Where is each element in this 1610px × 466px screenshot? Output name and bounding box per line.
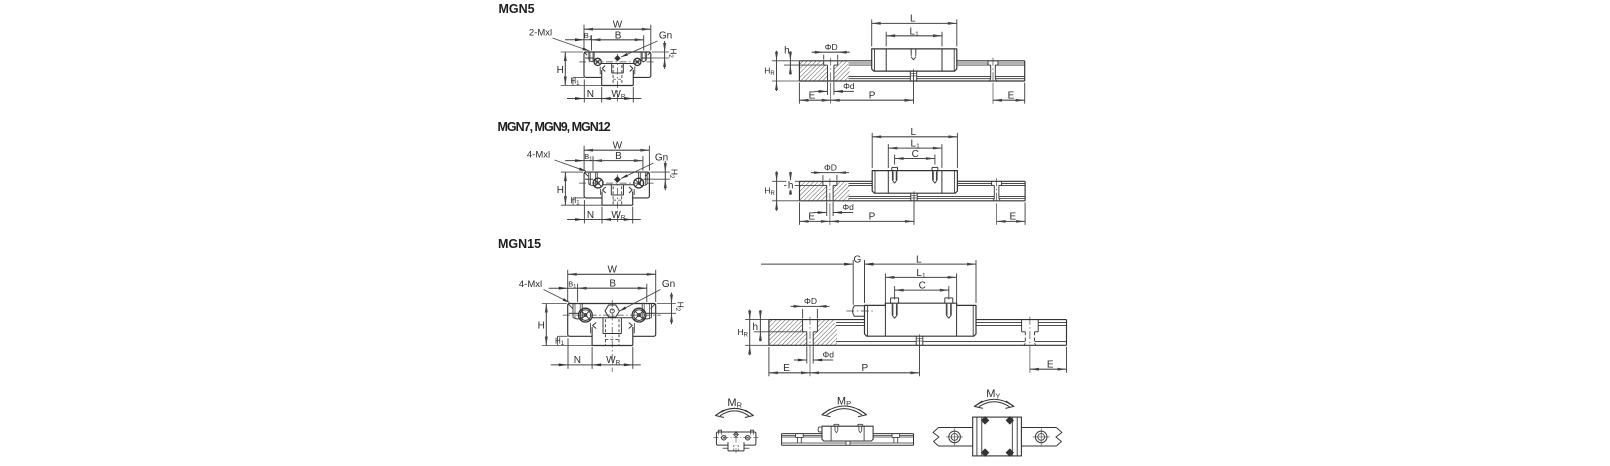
svg-text:2-Mxl: 2-Mxl bbox=[529, 28, 552, 39]
svg-text:HR: HR bbox=[764, 65, 775, 77]
svg-text:h: h bbox=[784, 45, 790, 56]
svg-text:P: P bbox=[869, 90, 876, 101]
svg-text:Gn: Gn bbox=[659, 31, 672, 42]
svg-text:H: H bbox=[557, 65, 564, 76]
svg-text:h: h bbox=[753, 322, 759, 333]
svg-text:H1: H1 bbox=[570, 196, 580, 207]
svg-text:L: L bbox=[911, 127, 917, 138]
svg-text:E: E bbox=[783, 363, 790, 374]
svg-text:WR: WR bbox=[611, 89, 625, 101]
svg-text:E: E bbox=[1008, 90, 1015, 101]
svg-text:B: B bbox=[615, 151, 622, 162]
svg-text:H1: H1 bbox=[555, 336, 565, 347]
svg-text:P: P bbox=[861, 363, 868, 374]
svg-text:L: L bbox=[916, 254, 922, 265]
svg-text:HR: HR bbox=[737, 327, 748, 339]
svg-text:H1: H1 bbox=[570, 76, 580, 87]
svg-text:L: L bbox=[910, 14, 916, 25]
svg-text:ΦD: ΦD bbox=[824, 162, 837, 172]
svg-text:C: C bbox=[919, 281, 926, 292]
svg-text:B1: B1 bbox=[584, 152, 592, 163]
svg-text:N: N bbox=[587, 89, 594, 100]
svg-text:C: C bbox=[912, 149, 919, 160]
svg-text:4-Mxl: 4-Mxl bbox=[519, 279, 542, 290]
svg-text:L1: L1 bbox=[911, 139, 921, 151]
svg-text:P: P bbox=[869, 212, 876, 223]
svg-text:H2: H2 bbox=[667, 48, 679, 58]
svg-text:B: B bbox=[609, 279, 616, 290]
svg-text:N: N bbox=[574, 355, 581, 366]
svg-text:L1: L1 bbox=[910, 26, 920, 38]
svg-text:4-Mxl: 4-Mxl bbox=[527, 150, 550, 161]
svg-text:G: G bbox=[854, 254, 862, 265]
svg-text:E: E bbox=[1047, 359, 1054, 370]
svg-text:W: W bbox=[613, 141, 623, 152]
svg-text:N: N bbox=[587, 210, 594, 221]
svg-text:h: h bbox=[788, 181, 794, 192]
svg-text:W: W bbox=[607, 265, 617, 276]
svg-text:Gn: Gn bbox=[662, 279, 675, 290]
svg-text:E: E bbox=[1009, 212, 1016, 223]
svg-text:MGN7, MGN9, MGN12: MGN7, MGN9, MGN12 bbox=[498, 120, 611, 134]
svg-text:H2: H2 bbox=[668, 169, 680, 179]
svg-text:Φd: Φd bbox=[822, 350, 834, 360]
svg-text:H: H bbox=[538, 321, 545, 332]
svg-text:W: W bbox=[613, 20, 623, 31]
svg-text:Φd: Φd bbox=[843, 81, 855, 91]
svg-text:Gn: Gn bbox=[655, 153, 668, 164]
svg-text:E: E bbox=[809, 90, 816, 101]
svg-text:MGN15: MGN15 bbox=[498, 237, 541, 251]
svg-text:B1: B1 bbox=[584, 31, 592, 42]
svg-text:B: B bbox=[615, 30, 622, 41]
svg-text:Φd: Φd bbox=[842, 202, 854, 212]
svg-text:MGN5: MGN5 bbox=[499, 2, 535, 16]
svg-text:WR: WR bbox=[606, 355, 620, 367]
svg-text:MP: MP bbox=[837, 395, 851, 408]
svg-text:H2: H2 bbox=[674, 302, 686, 312]
svg-text:E: E bbox=[808, 212, 815, 223]
svg-text:WR: WR bbox=[611, 210, 625, 222]
svg-text:H: H bbox=[557, 185, 564, 196]
svg-text:MR: MR bbox=[727, 397, 742, 410]
svg-text:HR: HR bbox=[764, 186, 775, 198]
svg-text:L1: L1 bbox=[916, 268, 926, 280]
svg-text:ΦD: ΦD bbox=[804, 296, 817, 306]
svg-text:ΦD: ΦD bbox=[825, 42, 838, 52]
svg-text:B1: B1 bbox=[568, 279, 576, 290]
svg-text:MY: MY bbox=[986, 388, 1000, 401]
